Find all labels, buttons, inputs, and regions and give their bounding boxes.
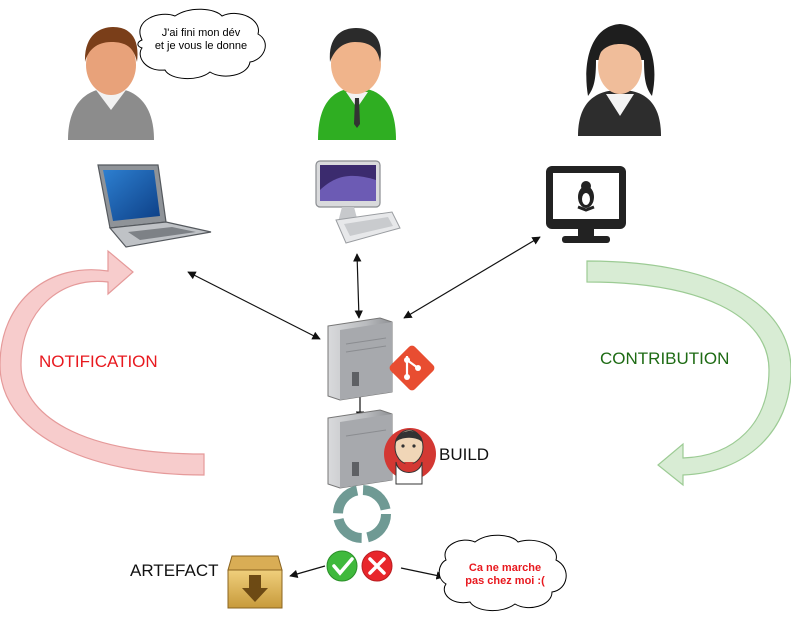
notification-label: NOTIFICATION xyxy=(39,352,158,371)
failure-speech-line-1: Ca ne marche xyxy=(468,562,542,574)
laptop-icon xyxy=(97,164,212,248)
desktop-computer-icon xyxy=(315,160,401,244)
developer-avatar xyxy=(68,27,154,140)
result-bubble-link xyxy=(400,567,445,580)
git-logo-icon xyxy=(389,345,435,391)
failure-speech-line-2: pas chez moi :( xyxy=(465,575,545,587)
result-artefact-link xyxy=(289,565,326,578)
developer-speech-bubble xyxy=(137,8,266,79)
git-server-icon xyxy=(327,317,393,401)
success-icon xyxy=(326,550,358,582)
laptop-git-link xyxy=(187,271,321,340)
developer-green-avatar xyxy=(318,28,396,140)
monitor-git-link xyxy=(403,236,541,319)
failure-speech-text: Ca ne marche pas chez moi :( xyxy=(450,562,560,588)
developer-woman-avatar xyxy=(578,24,661,136)
developer-speech-text: J'ai fini mon dév et je vous le donne xyxy=(143,27,259,53)
contribution-arrow xyxy=(586,260,791,487)
developer-speech-line-1: J'ai fini mon dév xyxy=(161,27,241,39)
failure-speech-bubble xyxy=(438,534,567,611)
contribution-label: CONTRIBUTION xyxy=(600,349,730,368)
jenkins-logo-icon xyxy=(384,428,436,485)
build-label: BUILD xyxy=(439,445,490,464)
connector-arrows xyxy=(187,236,541,580)
failure-icon xyxy=(361,550,393,582)
build-cycle-icon xyxy=(333,485,391,543)
jenkins-server-icon xyxy=(327,409,393,489)
artefact-label: ARTEFACT xyxy=(130,561,219,580)
desktop-git-link xyxy=(353,253,363,319)
linux-monitor-icon xyxy=(546,166,626,243)
developer-speech-line-2: et je vous le donne xyxy=(154,40,248,52)
artefact-box-icon xyxy=(227,555,283,609)
notification-arrow xyxy=(0,249,205,476)
